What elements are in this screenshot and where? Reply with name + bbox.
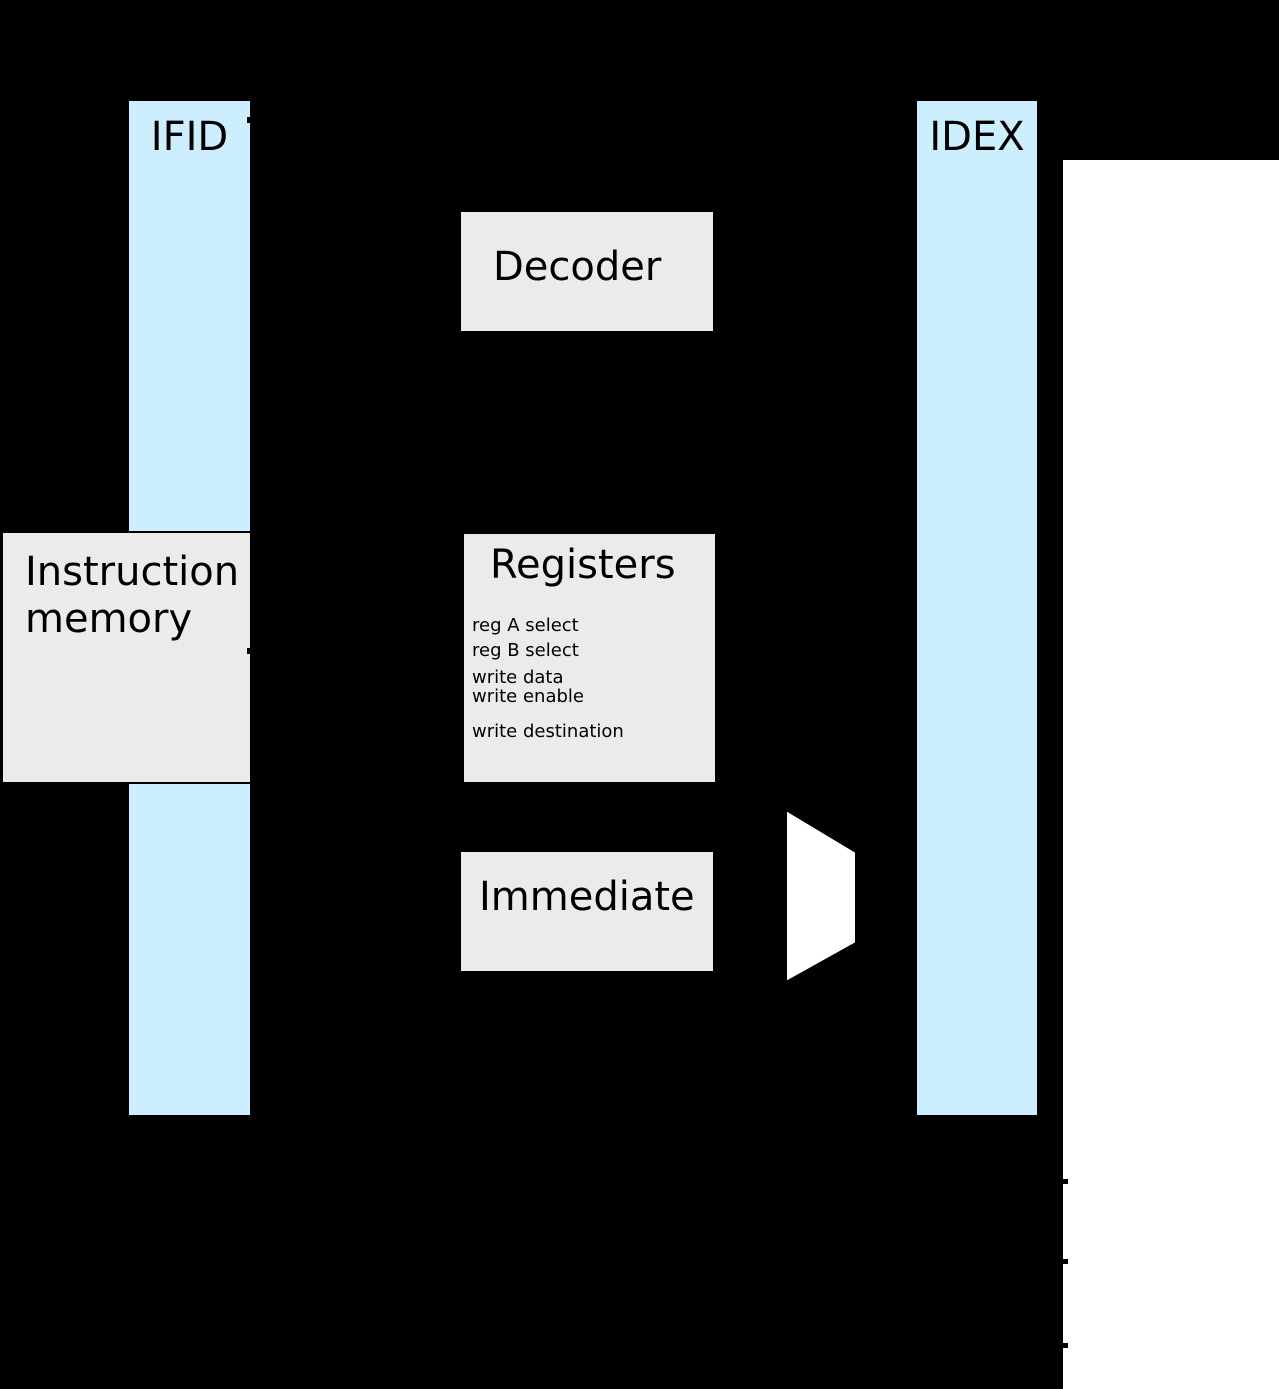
- immediate-block: Immediate: [459, 850, 715, 973]
- idex-pipeline-register: IDEX: [915, 99, 1039, 1117]
- wire-stub-right-3: [1063, 1343, 1068, 1348]
- wire-stub-ifid: [247, 117, 252, 123]
- ifid-label: IFID: [150, 114, 229, 160]
- mux-shape: [786, 810, 856, 982]
- wire-stub-instruction-memory: [247, 648, 253, 654]
- decoder-label: Decoder: [493, 244, 662, 290]
- instruction-memory-line1: Instruction: [25, 549, 240, 595]
- decoder-block: Decoder: [459, 210, 715, 333]
- port-write-enable: write enable: [472, 686, 584, 707]
- wire-stub-right-2: [1063, 1259, 1068, 1264]
- idex-label: IDEX: [929, 114, 1025, 160]
- port-reg-a-select: reg A select: [472, 615, 579, 636]
- port-reg-b-select: reg B select: [472, 640, 579, 661]
- instruction-memory-line2: memory: [25, 596, 193, 642]
- registers-title: Registers: [490, 542, 676, 588]
- registers-block: Registers reg A select reg B select writ…: [462, 532, 717, 784]
- port-write-destination: write destination: [472, 721, 624, 742]
- wire-stub-right-1: [1063, 1179, 1068, 1184]
- immediate-label: Immediate: [479, 874, 695, 920]
- background-panel: [1063, 160, 1279, 1389]
- port-write-data: write data: [472, 667, 564, 688]
